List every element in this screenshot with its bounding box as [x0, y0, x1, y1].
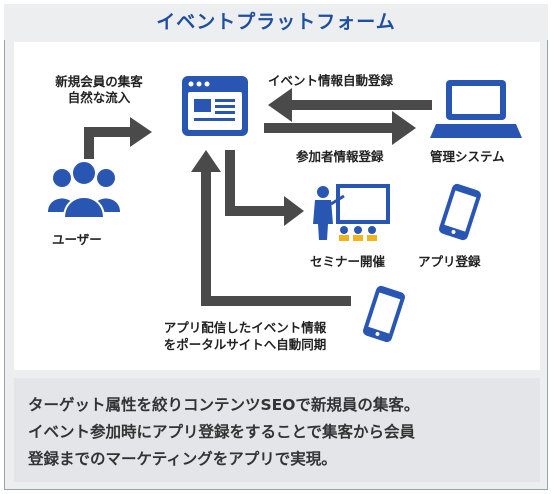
users-icon	[48, 160, 120, 219]
arrow-platform-to-seminar	[225, 150, 304, 226]
label-acquisition: 新規会員の集客 自然な流入	[55, 74, 143, 105]
smartphone-icon	[439, 183, 481, 241]
platform-window-icon	[182, 76, 248, 136]
laptop-icon	[430, 80, 522, 138]
diagram-title: イベントプラットフォーム	[4, 4, 548, 40]
label-users: ユーザー	[52, 232, 102, 247]
label-admin-system: 管理システム	[430, 149, 505, 164]
arrow-users-to-platform	[84, 117, 152, 159]
label-event-info-registration: イベント情報自動登録	[268, 73, 394, 88]
arrow-event-info-to-platform	[268, 88, 432, 122]
description-text: ターゲット属性を絞りコンテンツSEOで新規員の集客。 イベント参加時にアプリ登録…	[28, 396, 420, 468]
description-box: ターゲット属性を絞りコンテンツSEOで新規員の集客。 イベント参加時にアプリ登録…	[14, 378, 540, 482]
arrow-app-to-platform	[191, 150, 351, 306]
seminar-icon	[313, 184, 390, 241]
arrow-participant-to-admin	[264, 111, 416, 145]
smartphone-icon	[363, 285, 405, 343]
label-participant-registration: 参加者情報登録	[296, 149, 384, 164]
label-app-registration: アプリ登録	[418, 254, 481, 269]
label-seminar: セミナー開催	[310, 254, 386, 269]
label-app-notification: アプリ配信したイベント情報 をポータルサイトへ自動同期	[163, 320, 327, 352]
